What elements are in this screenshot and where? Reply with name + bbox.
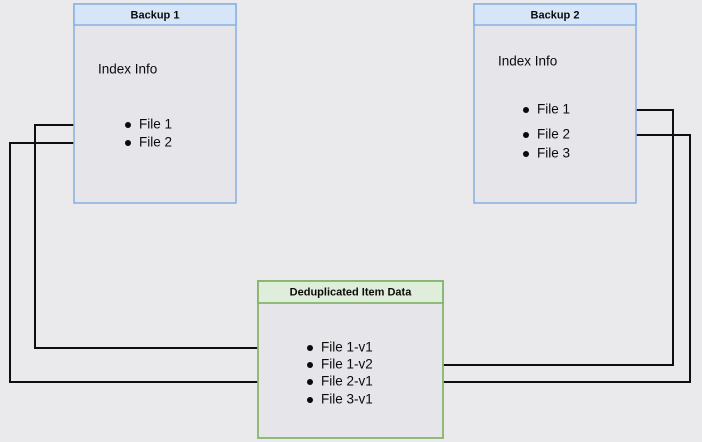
bullet-icon (307, 397, 313, 403)
box-backup1-body (73, 3, 237, 204)
item-backup2-0: File 1 (537, 102, 570, 117)
item-backup2-1: File 2 (537, 127, 570, 142)
box-dedup-title: Deduplicated Item Data (290, 286, 413, 298)
box-dedup-body (257, 280, 444, 439)
bullet-icon (523, 151, 529, 157)
item-dedup-0: File 1-v1 (321, 340, 373, 355)
bullet-icon (307, 379, 313, 385)
box-backup2-body (473, 3, 637, 204)
connector-backup1-file2 (9, 142, 300, 387)
box-backup1-header (73, 3, 237, 26)
box-dedup[interactable]: Deduplicated Item Data File 1-v1 File 1-… (257, 280, 444, 439)
connector-backup2-file2 (397, 134, 691, 387)
item-dedup-2: File 2-v1 (321, 374, 373, 389)
item-dedup-1: File 1-v2 (321, 357, 373, 372)
bullet-icon (125, 140, 131, 146)
box-backup2[interactable]: Backup 2 Index Info File 1 File 2 File 3 (473, 3, 637, 204)
box-backup1-title: Backup 1 (131, 9, 180, 21)
bullet-icon (125, 122, 131, 128)
item-dedup-3: File 3-v1 (321, 392, 373, 407)
box-dedup-header (257, 280, 444, 304)
box-backup2-header (473, 3, 637, 26)
bullet-icon (523, 107, 529, 113)
item-backup1-1: File 2 (139, 135, 172, 150)
bullet-icon (523, 132, 529, 138)
box-backup2-body-label: Index Info (498, 54, 557, 69)
box-backup2-title: Backup 2 (531, 9, 580, 21)
item-backup1-0: File 1 (139, 117, 172, 132)
bullet-icon (307, 345, 313, 351)
bullet-icon (307, 362, 313, 368)
box-backup1-body-label: Index Info (98, 62, 157, 77)
item-backup2-2: File 3 (537, 146, 570, 161)
box-backup1[interactable]: Backup 1 Index Info File 1 File 2 (73, 3, 237, 204)
